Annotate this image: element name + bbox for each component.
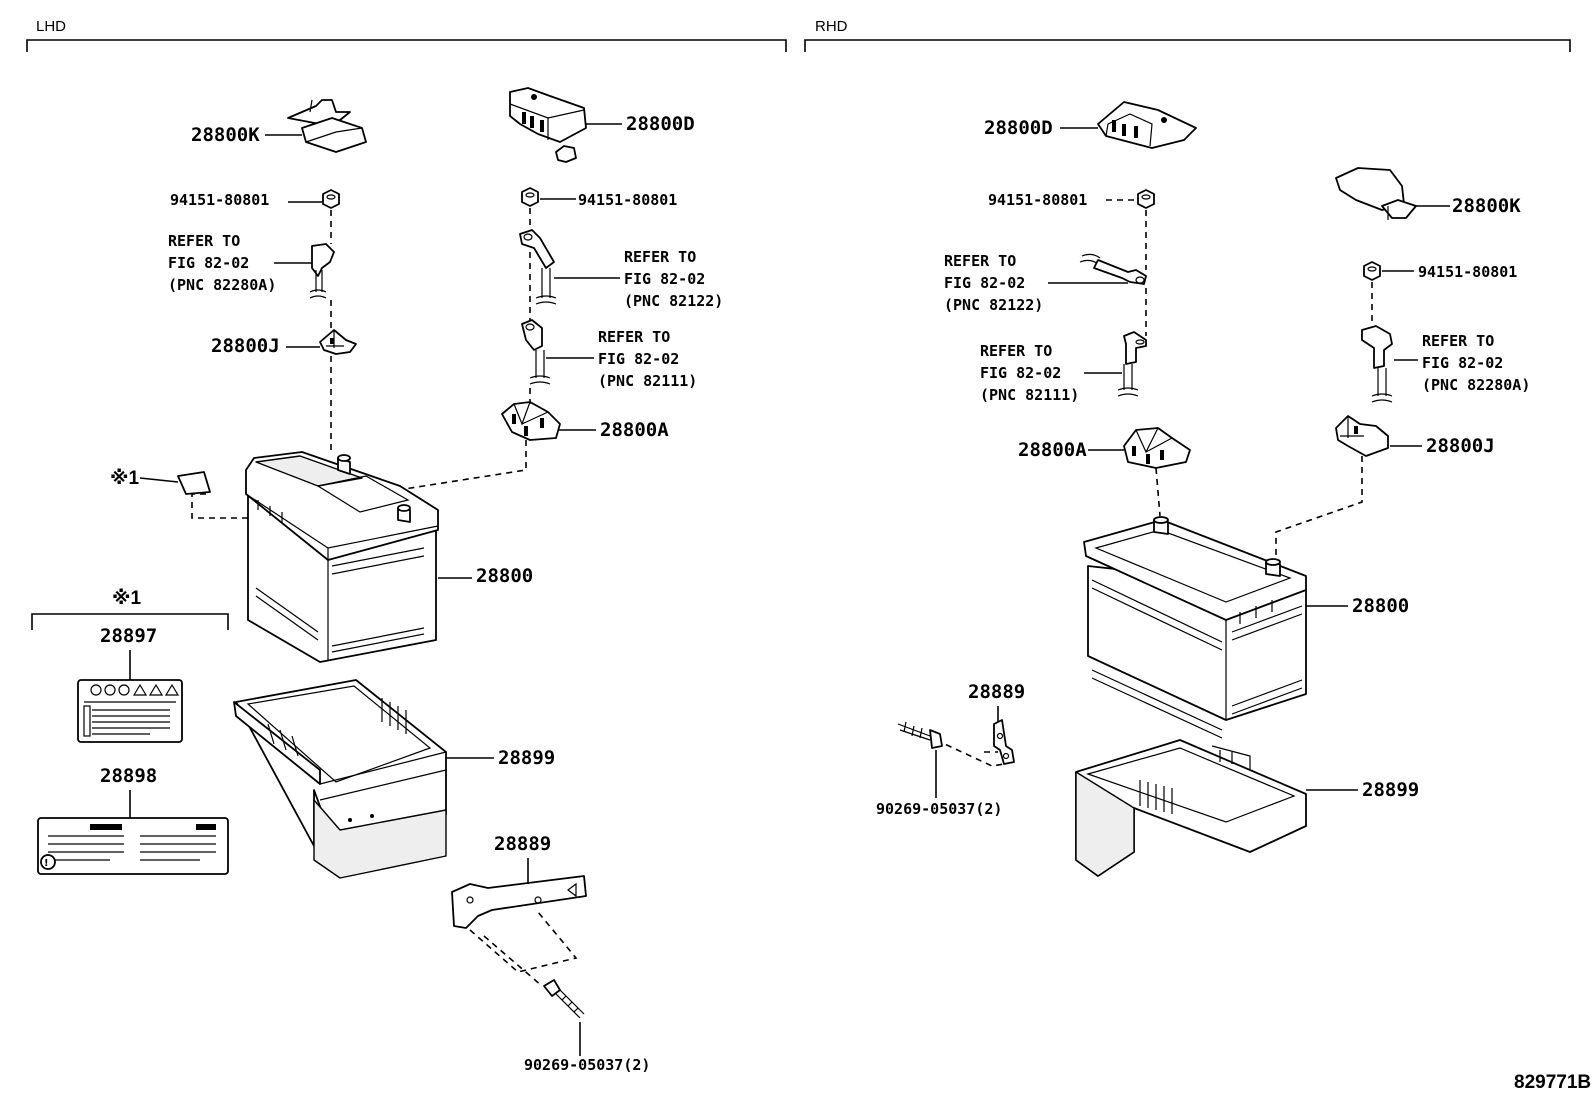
- lhd-nut-left[interactable]: 94151-80801: [170, 189, 340, 209]
- rhd-nut-left-label: 94151-80801: [988, 191, 1087, 209]
- lhd-nut-right-label: 94151-80801: [578, 191, 677, 209]
- lhd-ref-a-line3: (PNC 82280A): [168, 276, 276, 294]
- rhd-ref-b-line2: FIG 82-02: [944, 274, 1025, 292]
- lhd-label-28898: 28898: [100, 765, 157, 787]
- rhd-bolt[interactable]: 90269-05037(2): [876, 721, 1002, 818]
- diagram-id: 829771B: [1514, 1072, 1591, 1093]
- lhd-ref-82122[interactable]: REFER TO FIG 82-02 (PNC 82122): [519, 229, 723, 310]
- lhd-title: LHD: [36, 18, 66, 35]
- lhd-ref-c-line1: REFER TO: [598, 328, 670, 346]
- lhd-ref-b-line3: (PNC 82122): [624, 292, 723, 310]
- rhd-ref-a-line1: REFER TO: [1422, 332, 1494, 350]
- rhd-bolt-label: 90269-05037(2): [876, 800, 1002, 818]
- rhd-bracket-label: 28889: [968, 681, 1025, 703]
- rhd-cover-k[interactable]: 28800K: [1335, 167, 1521, 220]
- rhd-ref-a-line2: FIG 82-02: [1422, 354, 1503, 372]
- rhd-ref-c-line2: FIG 82-02: [980, 364, 1061, 382]
- lhd-ref-82111[interactable]: REFER TO FIG 82-02 (PNC 82111): [521, 319, 697, 390]
- rhd-tray-label: 28899: [1362, 779, 1419, 801]
- rhd-ref-b-line3: (PNC 82122): [944, 296, 1043, 314]
- rhd-section-header: RHD: [804, 18, 1571, 52]
- rhd-cover-d[interactable]: 28800D: [984, 101, 1197, 149]
- rhd-bracket[interactable]: 28889: [935, 681, 1025, 767]
- lhd-battery-label: 28800: [476, 565, 533, 587]
- lhd-note-label-sticker[interactable]: ※1: [110, 468, 211, 495]
- rhd-title: RHD: [815, 18, 848, 35]
- lhd-clamp-a-label: 28800A: [600, 419, 669, 441]
- lhd-ref-82280a[interactable]: REFER TO FIG 82-02 (PNC 82280A): [168, 232, 335, 299]
- rhd-nut-right[interactable]: 94151-80801: [1363, 261, 1517, 281]
- lhd-cover-d[interactable]: 28800D: [509, 87, 695, 163]
- rhd-clamp-j-label: 28800J: [1426, 435, 1495, 457]
- lhd-caution-label-28897[interactable]: [77, 679, 183, 743]
- lhd-bolt[interactable]: 90269-05037(2): [524, 979, 650, 1074]
- rhd-cover-d-label: 28800D: [984, 117, 1053, 139]
- lhd-ref-c-line2: FIG 82-02: [598, 350, 679, 368]
- lhd-clamp-a[interactable]: 28800A: [501, 401, 669, 441]
- rhd-ref-c-line3: (PNC 82111): [980, 386, 1079, 404]
- rhd-assembly-lines: [1145, 210, 1373, 556]
- lhd-bolt-label: 90269-05037(2): [524, 1056, 650, 1074]
- lhd-tray-label: 28899: [498, 747, 555, 769]
- lhd-ref-c-line3: (PNC 82111): [598, 372, 697, 390]
- lhd-ref-a-line1: REFER TO: [168, 232, 240, 250]
- lhd-labels-box-mark: ※1: [112, 588, 141, 609]
- lhd-bracket-label: 28889: [494, 833, 551, 855]
- lhd-battery[interactable]: 28800: [245, 451, 533, 663]
- rhd-nut-left[interactable]: 94151-80801: [988, 189, 1155, 209]
- rhd-tray[interactable]: 28899: [1075, 739, 1419, 877]
- rhd-ref-b-line1: REFER TO: [944, 252, 1016, 270]
- lhd-label-28897: 28897: [100, 625, 157, 647]
- rhd-clamp-a-label: 28800A: [1018, 439, 1087, 461]
- rhd-battery-label: 28800: [1352, 595, 1409, 617]
- rhd-clamp-j[interactable]: 28800J: [1335, 415, 1495, 457]
- lhd-cover-k[interactable]: 28800K: [191, 99, 367, 153]
- rhd-ref-82280a[interactable]: REFER TO FIG 82-02 (PNC 82280A): [1361, 325, 1530, 403]
- lhd-clamp-j[interactable]: 28800J: [211, 329, 357, 357]
- rhd-battery[interactable]: 28800: [1083, 516, 1409, 739]
- lhd-nut-right[interactable]: 94151-80801: [521, 187, 677, 209]
- lhd-tray[interactable]: 28899: [233, 679, 555, 879]
- rhd-ref-c-line1: REFER TO: [980, 342, 1052, 360]
- lhd-section-header: LHD: [26, 18, 787, 52]
- lhd-note-mark: ※1: [110, 468, 139, 489]
- rhd-ref-a-line3: (PNC 82280A): [1422, 376, 1530, 394]
- lhd-nut-left-label: 94151-80801: [170, 191, 269, 209]
- lhd-clamp-j-label: 28800J: [211, 335, 280, 357]
- lhd-ref-b-line2: FIG 82-02: [624, 270, 705, 288]
- rhd-clamp-a[interactable]: 28800A: [1018, 427, 1191, 469]
- lhd-warning-label-28898[interactable]: !: [37, 817, 229, 875]
- rhd-nut-right-label: 94151-80801: [1418, 263, 1517, 281]
- lhd-ref-a-line2: FIG 82-02: [168, 254, 249, 272]
- rhd-ref-82122[interactable]: REFER TO FIG 82-02 (PNC 82122): [944, 252, 1147, 314]
- lhd-labels-box: ※1 28897 28898 !: [31, 588, 229, 875]
- lhd-ref-b-line1: REFER TO: [624, 248, 696, 266]
- lhd-bracket[interactable]: 28889: [451, 833, 587, 987]
- rhd-cover-k-label: 28800K: [1452, 195, 1521, 217]
- lhd-cover-k-label: 28800K: [191, 124, 260, 146]
- warning-icon: !: [44, 858, 49, 869]
- rhd-ref-82111[interactable]: REFER TO FIG 82-02 (PNC 82111): [980, 331, 1147, 404]
- lhd-cover-d-label: 28800D: [626, 113, 695, 135]
